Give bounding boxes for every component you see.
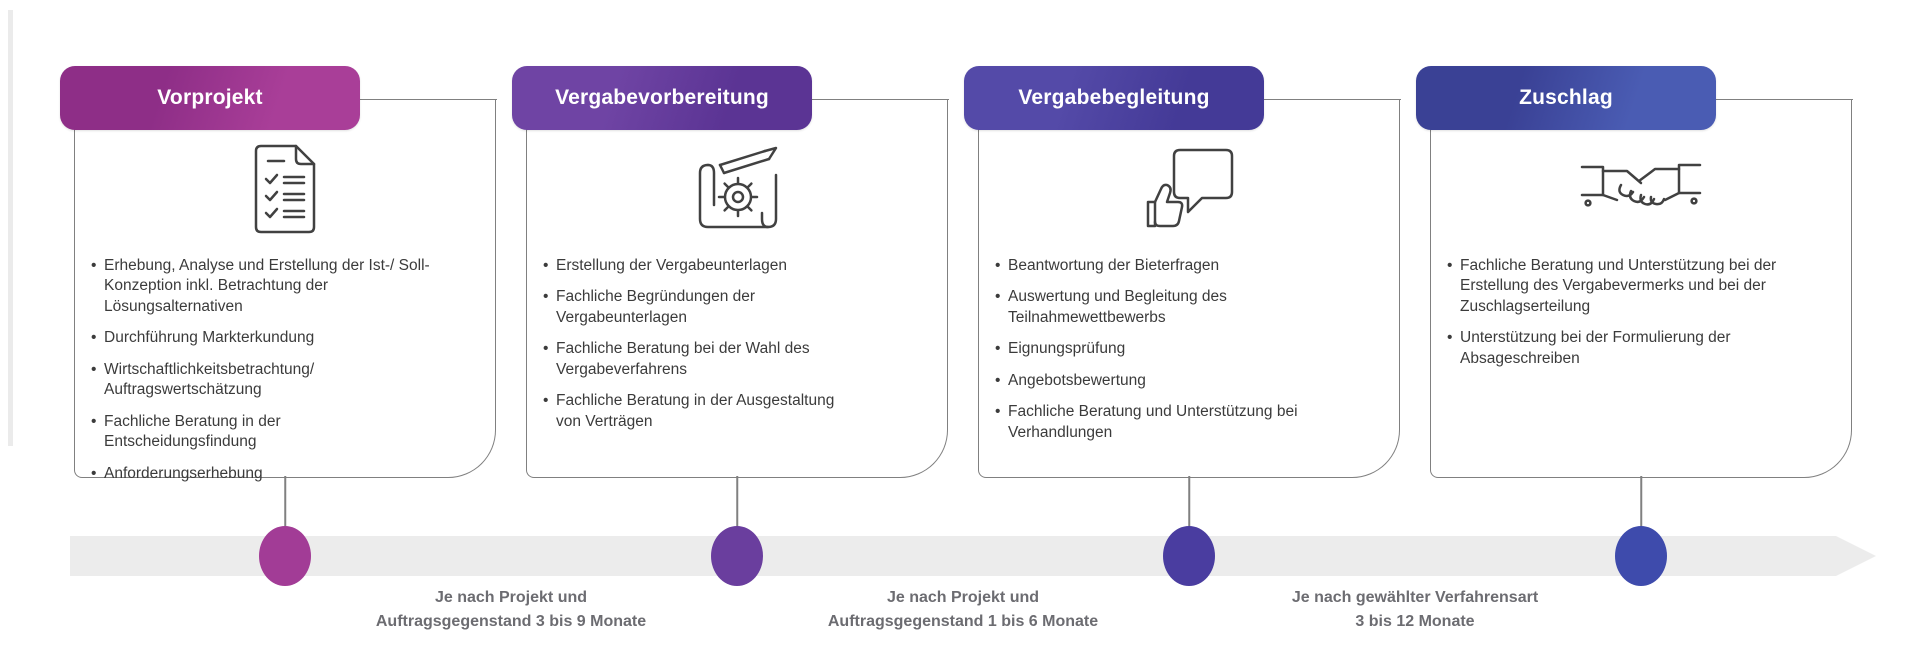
bullet-item: Fachliche Beratung in der Ausgestaltung …	[543, 391, 853, 432]
doc-checklist-icon	[254, 144, 316, 233]
stage-header-pill: Zuschlag	[1416, 66, 1716, 130]
stage-icon-row	[979, 140, 1399, 242]
card-to-dot-stem	[1188, 476, 1190, 532]
stage-title: Vergabebegleitung	[1018, 86, 1210, 109]
stage-icon-row	[75, 140, 495, 242]
left-edge-strip	[8, 10, 13, 446]
duration-line-2: 3 bis 12 Monate	[1355, 613, 1475, 630]
pill-connector-line	[1716, 98, 1853, 100]
bullet-item: Wirtschaftlichkeitsbetrachtung/ Auftrags…	[91, 360, 436, 401]
bullet-item: Fachliche Beratung in der Entscheidungsf…	[91, 412, 436, 453]
stage-icon	[244, 142, 326, 241]
timeline-duration-label: Je nach gewählter Verfahrensart 3 bis 12…	[1225, 586, 1605, 634]
bullet-list: Beantwortung der BieterfragenAuswertung …	[979, 256, 1320, 443]
timeline-dot	[711, 526, 763, 586]
duration-line-1: Je nach Projekt und	[434, 589, 588, 606]
handshake-icon	[1580, 163, 1702, 207]
stage-icon	[1142, 146, 1236, 237]
bullet-item: Anforderungserhebung	[91, 464, 436, 485]
pill-connector-line	[812, 98, 949, 100]
stage-card: Vergabebegleitung Beantwortung der Biete…	[964, 66, 1401, 586]
bullet-list: Erhebung, Analyse und Erstellung der Ist…	[75, 256, 446, 485]
stage-header-pill: Vorprojekt	[60, 66, 360, 130]
card-to-dot-stem	[736, 476, 738, 532]
stage-card: Zuschlag Fachliche Beratung und Unterstü…	[1416, 66, 1853, 586]
duration-line-1: Je nach Projekt und	[886, 589, 1040, 606]
stage-icon	[686, 143, 788, 240]
card-to-dot-stem	[1640, 476, 1642, 532]
stage-title: Vergabevorbereitung	[555, 86, 769, 109]
bullet-list: Fachliche Beratung und Unterstützung bei…	[1431, 256, 1832, 369]
duration-line-2: Auftragsgegenstand 1 bis 6 Monate	[827, 613, 1099, 630]
bullet-item: Angebotsbewertung	[995, 371, 1310, 392]
bullet-item: Beantwortung der Bieterfragen	[995, 256, 1310, 277]
bullet-item: Fachliche Beratung und Unterstützung bei…	[1447, 256, 1822, 317]
stage-icon-row	[527, 140, 947, 242]
bullet-item: Unterstützung bei der Formulierung der A…	[1447, 328, 1822, 369]
duration-line-2: Auftragsgegenstand 3 bis 9 Monate	[375, 613, 647, 630]
stage-header-pill: Vergabevorbereitung	[512, 66, 812, 130]
stage-icon	[1579, 155, 1703, 228]
card-to-dot-stem	[284, 476, 286, 532]
stage-icon-row	[1431, 140, 1851, 242]
bullet-item: Erstellung der Vergabeunterlagen	[543, 256, 853, 277]
stage-card: Vorprojekt Erhebung, Analyse und Erstell…	[60, 66, 497, 586]
bullet-item: Fachliche Beratung und Unterstützung bei…	[995, 402, 1310, 443]
chat-thumb-icon	[1146, 148, 1234, 227]
bullet-item: Erhebung, Analyse und Erstellung der Ist…	[91, 256, 436, 317]
stage-title: Zuschlag	[1519, 86, 1613, 109]
bullet-item: Fachliche Begründungen der Vergabeunterl…	[543, 287, 853, 328]
timeline-duration-label: Je nach Projekt und Auftragsgegenstand 1…	[773, 586, 1153, 634]
timeline-dot	[1163, 526, 1215, 586]
stage-card: Vergabevorbereitung Erstellung der Verga…	[512, 66, 949, 586]
timeline-arrow	[70, 536, 1876, 576]
stage-header-pill: Vergabebegleitung	[964, 66, 1264, 130]
bullet-item: Auswertung und Begleitung des Teilnahmew…	[995, 287, 1310, 328]
timeline-duration-label: Je nach Projekt und Auftragsgegenstand 3…	[321, 586, 701, 634]
pill-connector-line	[360, 98, 497, 100]
stage-title: Vorprojekt	[157, 86, 263, 109]
timeline-dot	[1615, 526, 1667, 586]
bullet-list: Erstellung der VergabeunterlagenFachlich…	[527, 256, 863, 432]
bullet-item: Durchführung Markterkundung	[91, 328, 436, 349]
duration-line-1: Je nach gewählter Verfahrensart	[1291, 589, 1539, 606]
scroll-gear-icon	[698, 146, 778, 228]
bullet-item: Fachliche Beratung bei der Wahl des Verg…	[543, 339, 853, 380]
timeline-dot	[259, 526, 311, 586]
bullet-item: Eignungsprüfung	[995, 339, 1310, 360]
pill-connector-line	[1264, 98, 1401, 100]
